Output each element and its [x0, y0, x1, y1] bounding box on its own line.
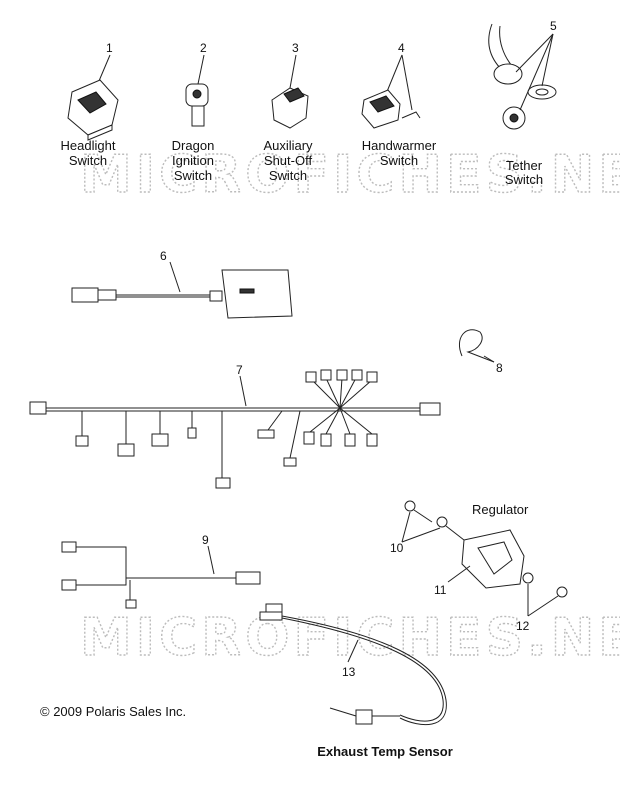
auxiliary-label-line3: Switch [269, 168, 307, 183]
callout-2: 2 [200, 41, 207, 55]
callout-1: 1 [106, 41, 113, 55]
tether-switch-part[interactable] [488, 23, 557, 130]
callout-7: 7 [236, 363, 243, 377]
callout-13: 13 [342, 665, 356, 679]
handwarmer-label-line1: Handwarmer [362, 138, 437, 153]
regulator-label: Regulator [472, 502, 529, 517]
auxiliary-label-line2: Shut-Off [264, 153, 313, 168]
leader-11 [447, 565, 471, 583]
auxiliary-switch-part[interactable] [271, 54, 309, 129]
tether-label-line2: Switch [505, 172, 543, 187]
callout-4: 4 [398, 41, 405, 55]
callout-10: 10 [390, 541, 404, 555]
callout-6: 6 [160, 249, 167, 263]
callout-5: 5 [550, 19, 557, 33]
dragon-label-line1: Dragon [172, 138, 215, 153]
handwarmer-label-line2: Switch [380, 153, 418, 168]
ignition-switch-part[interactable] [185, 54, 209, 127]
dragon-label-line3: Switch [174, 168, 212, 183]
headlight-label-line1: Headlight [61, 138, 116, 153]
exhaust-temp-sensor-part[interactable] [259, 603, 447, 726]
regulator-bolts-part[interactable] [401, 500, 465, 543]
watermark-bottom: MICROFICHES.NET [80, 608, 620, 668]
secondary-harness-part[interactable] [61, 541, 261, 609]
main-harness-part[interactable] [29, 369, 441, 489]
headlight-switch-part[interactable] [67, 54, 119, 141]
exhaust-label: Exhaust Temp Sensor [317, 744, 453, 759]
callout-9: 9 [202, 533, 209, 547]
handwarmer-switch-part[interactable] [361, 54, 421, 129]
callout-12: 12 [516, 619, 530, 633]
regulator-nuts-part[interactable] [522, 572, 568, 617]
headlight-label-line2: Switch [69, 153, 107, 168]
tether-label-line1: Tether [506, 158, 543, 173]
auxiliary-label-line1: Auxiliary [263, 138, 313, 153]
callout-11: 11 [434, 583, 447, 597]
module-harness-part[interactable] [71, 261, 293, 319]
dragon-label-line2: Ignition [172, 153, 214, 168]
cable-tie-part[interactable] [458, 329, 495, 363]
copyright-notice: © 2009 Polaris Sales Inc. [40, 704, 187, 719]
watermark-top: MICROFICHES.NET [80, 145, 620, 205]
callout-3: 3 [292, 41, 299, 55]
callout-8: 8 [496, 361, 503, 375]
regulator-part[interactable] [461, 529, 525, 589]
